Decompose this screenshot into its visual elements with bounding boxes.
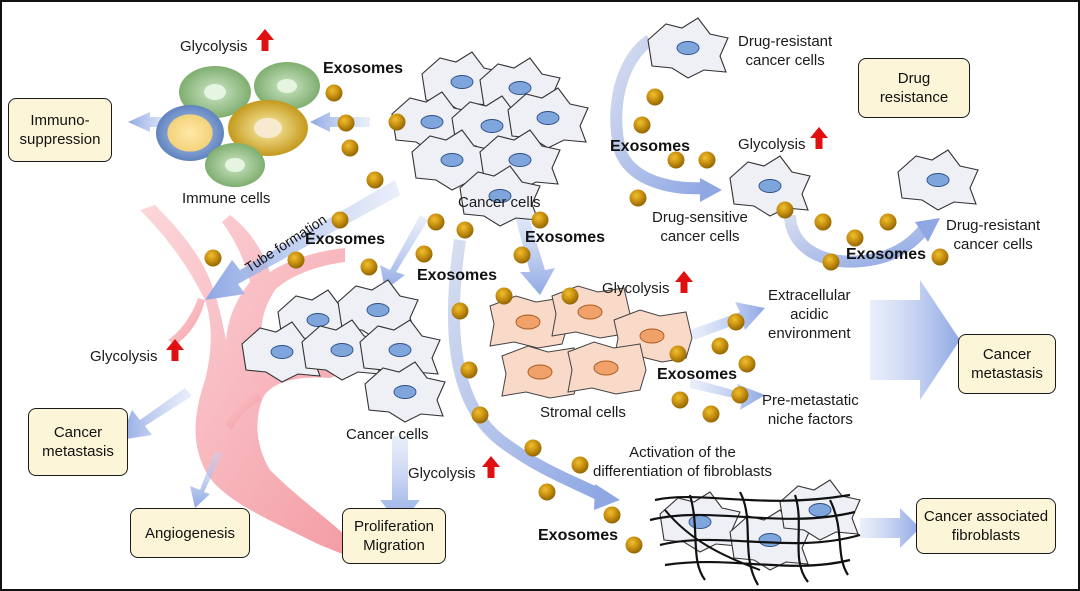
fibroblast-activation-label: Activation of the differentiation of fib… <box>593 443 772 481</box>
metastasis-left-line-1: Cancer <box>53 424 103 441</box>
exosomes-label-4: Exosomes <box>525 229 606 246</box>
exosomes-label-2: Exosomes <box>610 138 691 155</box>
box-cancer-associated-fibroblasts: Cancer associated fibroblasts <box>916 498 1056 554</box>
premetastatic-label: Pre-metastatic niche factors <box>762 391 859 429</box>
cancer-cells-label-bottom: Cancer cells <box>346 426 429 443</box>
extracellular-line-3: environment <box>768 325 851 342</box>
proliferation-text: Proliferation <box>353 518 435 535</box>
extracellular-line-1: Extracellular <box>768 287 851 304</box>
drug-resistant-right-line-1: Drug-resistant <box>946 217 1041 234</box>
fibroblast-activation-line-2: differentiation of fibroblasts <box>593 463 772 480</box>
cancer-cells-label-top: Cancer cells <box>458 194 541 211</box>
blood-vessel-icon <box>140 205 350 555</box>
drug-sensitive-line-2: cancer cells <box>660 228 740 245</box>
drug-resistance-line-1: Drug <box>897 70 931 87</box>
exosomes-label-7: Exosomes <box>657 366 738 383</box>
drug-resistance-line-2: resistance <box>879 89 949 106</box>
drug-resistant-right-line-2: cancer cells <box>953 236 1033 253</box>
exosomes-label-8: Exosomes <box>538 527 619 544</box>
caf-line-1: Cancer associated <box>923 508 1049 525</box>
drug-resistant-label-right: Drug-resistant cancer cells <box>946 216 1040 254</box>
metastasis-right-line-2: metastasis <box>971 365 1043 382</box>
box-cancer-metastasis-right: Cancer metastasis <box>958 334 1056 394</box>
fibroblast-fibers-icon <box>649 479 861 586</box>
extracellular-line-2: acidic <box>790 306 829 323</box>
exosomes-label-1: Exosomes <box>323 60 404 77</box>
box-angiogenesis: Angiogenesis <box>130 508 250 558</box>
metastasis-right-line-1: Cancer <box>982 346 1032 363</box>
box-cancer-metastasis-left: Cancer metastasis <box>28 408 128 476</box>
caf-line-2: fibroblasts <box>951 527 1021 544</box>
drug-resistant-label-top: Drug-resistant cancer cells <box>738 32 832 70</box>
drug-sensitive-line-1: Drug-sensitive <box>652 209 748 226</box>
drug-resistant-top-line-2: cancer cells <box>745 52 825 69</box>
stromal-cells-label: Stromal cells <box>540 404 626 421</box>
immune-cells-label: Immune cells <box>182 190 271 207</box>
glycolysis-label-immune: Glycolysis <box>180 38 248 55</box>
extracellular-label: Extracellular acidic environment <box>768 286 851 343</box>
glycolysis-label-vessel: Glycolysis <box>90 348 158 365</box>
immune-cells-icon <box>156 62 320 187</box>
glycolysis-label-proliferation: Glycolysis <box>408 465 476 482</box>
premetastatic-line-1: Pre-metastatic <box>762 392 859 409</box>
immunosuppression-line-1: Immuno- <box>30 112 90 129</box>
fibroblast-activation-line-1: Activation of the <box>629 444 736 461</box>
glycolysis-label-drug: Glycolysis <box>738 136 806 153</box>
immunosuppression-line-2: suppression <box>19 131 101 148</box>
exosomes-label-3: Exosomes <box>305 231 386 248</box>
drug-sensitive-label: Drug-sensitive cancer cells <box>652 208 748 246</box>
exosomes-label-5: Exosomes <box>417 267 498 284</box>
glycolysis-label-stromal: Glycolysis <box>602 280 670 297</box>
angiogenesis-text: Angiogenesis <box>144 524 236 542</box>
exosome-dots <box>204 84 949 554</box>
metastasis-left-line-2: metastasis <box>42 443 114 460</box>
drug-resistant-top-line-1: Drug-resistant <box>738 33 833 50</box>
exosomes-label-6: Exosomes <box>846 246 927 263</box>
box-drug-resistance: Drug resistance <box>858 58 970 118</box>
migration-text: Migration <box>363 537 425 554</box>
flow-arrows <box>120 35 960 548</box>
premetastatic-line-2: niche factors <box>767 411 853 428</box>
box-immunosuppression: Immuno-suppression <box>8 98 112 162</box>
